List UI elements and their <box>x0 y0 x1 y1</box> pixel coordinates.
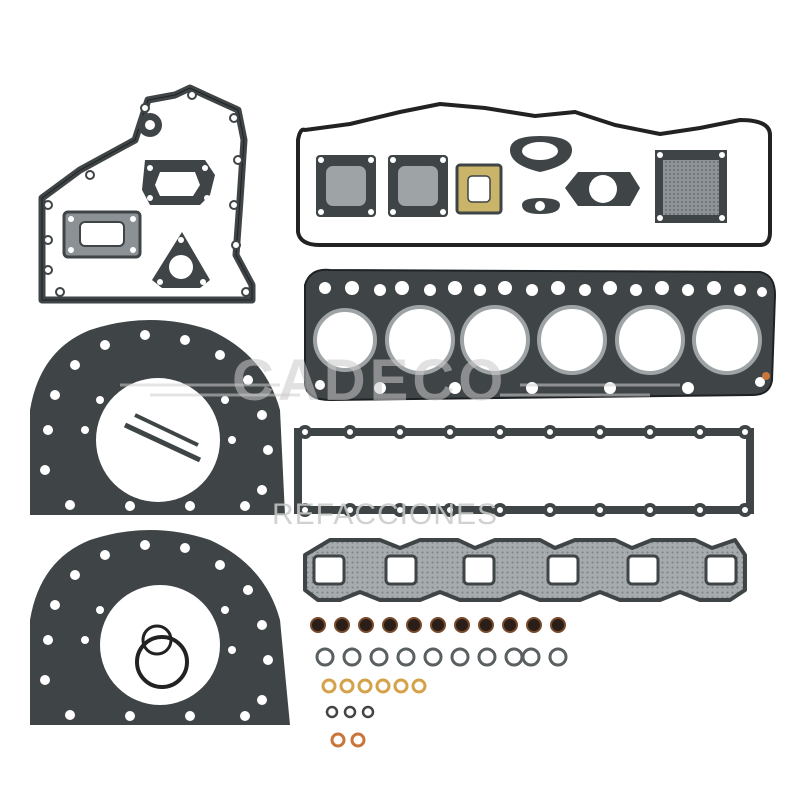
cylinder-head-gasket <box>304 268 777 402</box>
timing-cover-gasket <box>38 84 256 304</box>
brass-washers <box>321 678 427 694</box>
turbo-flange-gasket <box>142 160 215 205</box>
rear-main-seal-plate <box>30 320 285 515</box>
valve-cover-small-gaskets <box>316 136 727 223</box>
triangle-flange-gasket <box>152 232 210 288</box>
o-rings <box>315 647 568 667</box>
valve-stem-seals <box>310 617 566 633</box>
exhaust-manifold-gasket <box>303 538 747 602</box>
valve-cover-gasket <box>296 102 772 247</box>
copper-o-rings <box>330 732 366 748</box>
exhaust-outlet-gasket <box>62 210 142 259</box>
intake-manifold-gasket <box>294 425 754 517</box>
small-o-rings <box>325 705 375 719</box>
oil-pan-seal-plate <box>30 530 290 725</box>
